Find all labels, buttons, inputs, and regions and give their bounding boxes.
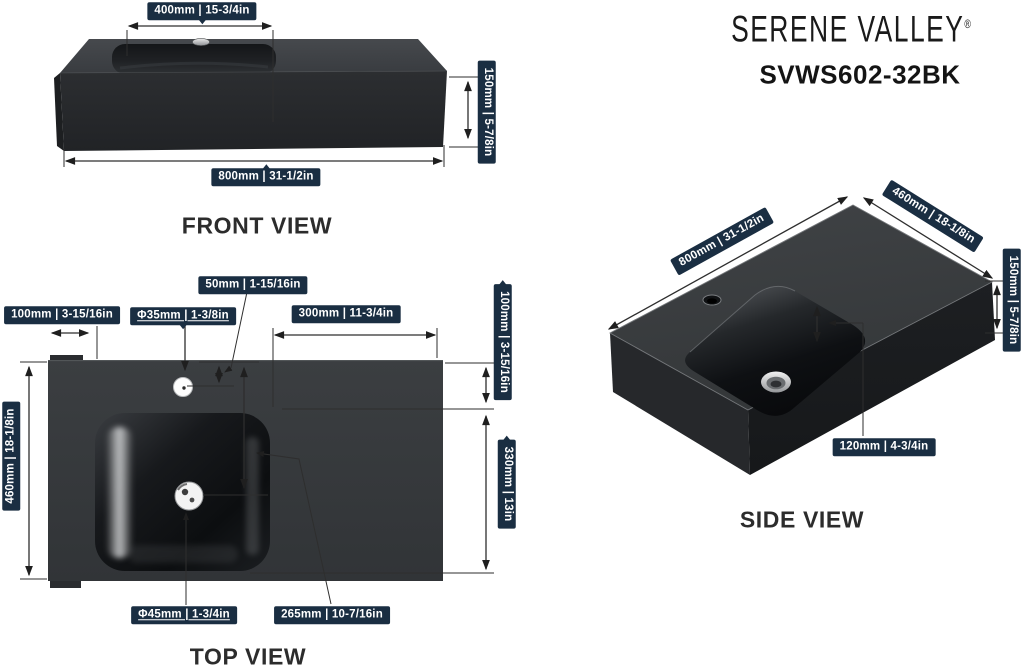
side-basin <box>685 286 866 416</box>
side-basin-depth-label: 120mm | 4-3/4in <box>832 438 936 456</box>
top-faucet-hole <box>173 377 193 397</box>
front-basin <box>112 44 276 74</box>
front-height-label: 150mm | 5-7/8in <box>478 60 496 164</box>
top-back-offset-label: 100mm | 3-15/16in <box>494 284 512 400</box>
top-faucet-diameter-label: Φ35mm | 1-3/8in <box>130 307 236 325</box>
mount-tab-top <box>50 355 83 362</box>
side-drain <box>761 371 791 393</box>
side-faucet-hole <box>702 294 722 306</box>
top-drain-setback-label: 265mm | 10-7/16in <box>274 606 390 624</box>
mount-tab-bottom <box>50 579 81 588</box>
top-left-offset-label: 100mm | 3-15/16in <box>4 306 120 324</box>
brand-name: SERENE VALLEY <box>731 8 965 51</box>
side-view-title: SIDE VIEW <box>739 506 865 533</box>
top-basin <box>95 413 270 571</box>
top-right-counter-label: 300mm | 11-3/4in <box>291 305 401 323</box>
top-faucet-setback-label: 50mm | 1-15/16in <box>198 276 308 294</box>
top-view-title: TOP VIEW <box>189 643 307 670</box>
registered-mark: ® <box>964 16 971 31</box>
top-basin-length-label: 330mm | 13in <box>498 439 516 529</box>
front-view-sink <box>54 38 448 151</box>
front-faucet-hole <box>192 38 210 46</box>
brand-logo: SERENE VALLEY® <box>731 9 971 52</box>
top-view-sink <box>48 355 443 588</box>
top-depth-label: 460mm | 18-1/8in <box>2 401 20 511</box>
front-basin-width-label: 400mm | 15-3/4in <box>147 2 257 20</box>
side-width-label: 800mm | 31-1/2in <box>669 206 775 276</box>
top-deck <box>48 360 443 581</box>
side-height-label: 150mm | 5-7/8in <box>1003 248 1021 352</box>
side-depth-label: 460mm | 18-1/8in <box>882 179 984 253</box>
side-view-sink <box>609 204 995 475</box>
model-number: SVWS602-32BK <box>759 59 961 90</box>
front-view-title: FRONT VIEW <box>181 212 333 239</box>
top-drain-diameter-label: Φ45mm | 1-3/4in <box>131 606 237 624</box>
top-drain <box>174 481 204 511</box>
front-width-label: 800mm | 31-1/2in <box>211 168 321 186</box>
